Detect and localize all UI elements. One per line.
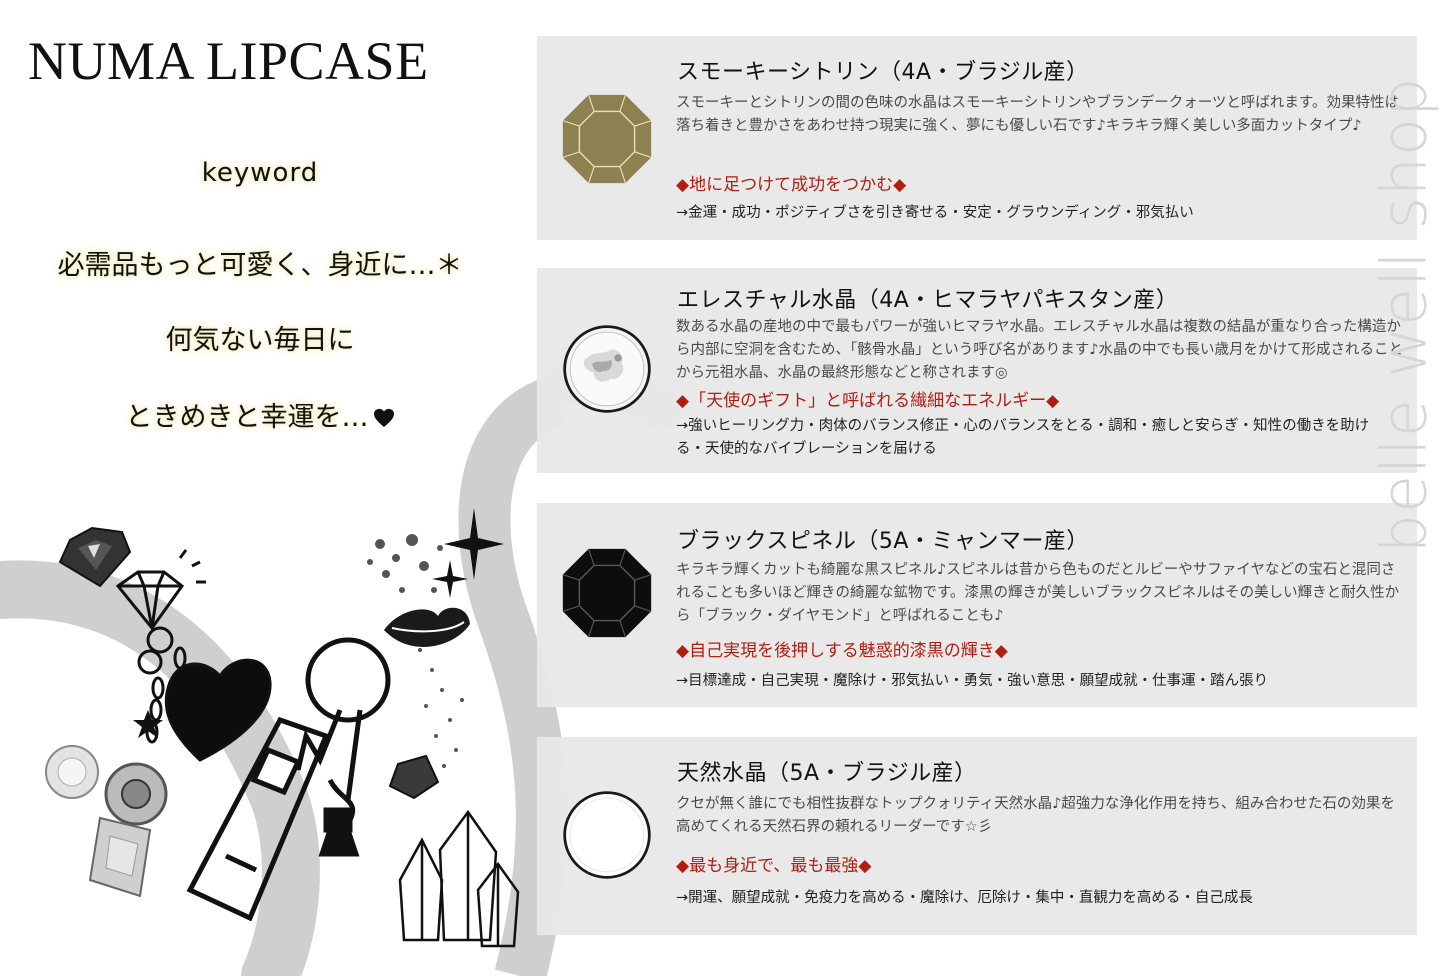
stone-panel-elestial-quartz: エレスチャル水晶（4A・ヒマラヤパキスタン産） 数ある水晶の産地の中で最もパワー…: [537, 268, 1417, 473]
sparkle-star-icon: [432, 508, 504, 598]
ring-diamond-icon: [115, 549, 206, 654]
lipcase-icon: [186, 637, 391, 922]
lips-mark-icon: [384, 607, 470, 647]
tagline-line-3: ときめきと幸運を…: [125, 402, 369, 433]
stone-effects: →目標達成・自己実現・魔除け・邪気払い・勇気・強い意思・願望成就・仕事運・踏ん張…: [676, 673, 1269, 689]
tagline-line-1: 必需品もっと可愛く、身近に…＊: [57, 250, 463, 281]
stone-panel-natural-quartz: 天然水晶（5A・ブラジル産） クセが無く誰にでも相性抜群なトップクォリティ天然水…: [537, 737, 1417, 935]
scattered-hearts-icon: [367, 534, 464, 768]
tagline-line-3-wrap: ときめきと幸運を…: [0, 395, 520, 434]
stone-name: スモーキーシトリン（4A・ブラジル産）: [677, 60, 1089, 85]
stone-keyphrase: ◆最も身近で、最も最強◆: [676, 856, 872, 876]
heart-charm-icon: [164, 658, 272, 762]
stone-panel-black-spinel: ブラックスピネル（5A・ミャンマー産） キラキラ輝くカットも綺麗な黒スピネル♪ス…: [537, 503, 1417, 707]
heart-icon: [373, 408, 394, 428]
stone-description: キラキラ輝くカットも綺麗な黒スピネル♪スピネルは昔から色ものだとルビーやサファイ…: [676, 562, 1400, 624]
stone-keyphrase: ◆「天使のギフト」と呼ばれる繊細なエネルギー◆: [676, 391, 1060, 411]
stone-description: 数ある水晶の産地の中で最もパワーが強いヒマラヤ水晶。エレスチャル水晶は複数の結晶…: [676, 319, 1403, 381]
stone-name: 天然水晶（5A・ブラジル産）: [677, 761, 977, 786]
diamond-gem-icon: [58, 526, 132, 588]
stone-description: クセが無く誰にでも相性抜群なトップクォリティ天然水晶♪超強力な浄化作用を持ち、組…: [676, 796, 1395, 835]
smoky-citrine-gem-icon: [562, 94, 652, 184]
natural-quartz-bead-icon: [563, 791, 651, 879]
tagline-line-2: 何気ない毎日に: [165, 325, 355, 356]
crystal-cluster-icon: [398, 809, 520, 948]
star-charm-icon: [133, 710, 163, 738]
page-title: NUMA LIPCASE: [28, 31, 429, 91]
brand-watermark: belle well shop: [1367, 76, 1441, 554]
faceted-gems-cluster-icon: [45, 745, 440, 898]
stone-panel-smoky-citrine: スモーキーシトリン（4A・ブラジル産） スモーキーとシトリンの間の色味の水晶はス…: [537, 36, 1417, 240]
elestial-quartz-bead-icon: [563, 325, 651, 413]
stone-description: スモーキーとシトリンの間の色味の水晶はスモーキーシトリンやブランデークォーツと呼…: [676, 95, 1399, 134]
stone-name: エレスチャル水晶（4A・ヒマラヤパキスタン産）: [677, 288, 1179, 313]
lipcase-keychain-illustration: [45, 508, 520, 948]
stone-effects: →開運、願望成就・免疫力を高める・魔除け、厄除け・集中・直観力を高める・自己成長: [676, 890, 1253, 906]
stone-keyphrase: ◆地に足つけて成功をつかむ◆: [676, 175, 907, 195]
stone-keyphrase: ◆自己実現を後押しする魅惑的漆黒の輝き◆: [676, 641, 1008, 661]
black-spinel-gem-icon: [562, 548, 652, 638]
keyword-label: keyword: [201, 158, 319, 188]
stone-name: ブラックスピネル（5A・ミャンマー産）: [677, 529, 1089, 554]
stone-effects: →強いヒーリング力・肉体のバランス修正・心のバランスをとる・調和・癒しと安らぎ・…: [676, 418, 1370, 457]
stone-effects: →金運・成功・ポジティブさを引き寄せる・安定・グラウンディング・邪気払い: [676, 205, 1194, 221]
